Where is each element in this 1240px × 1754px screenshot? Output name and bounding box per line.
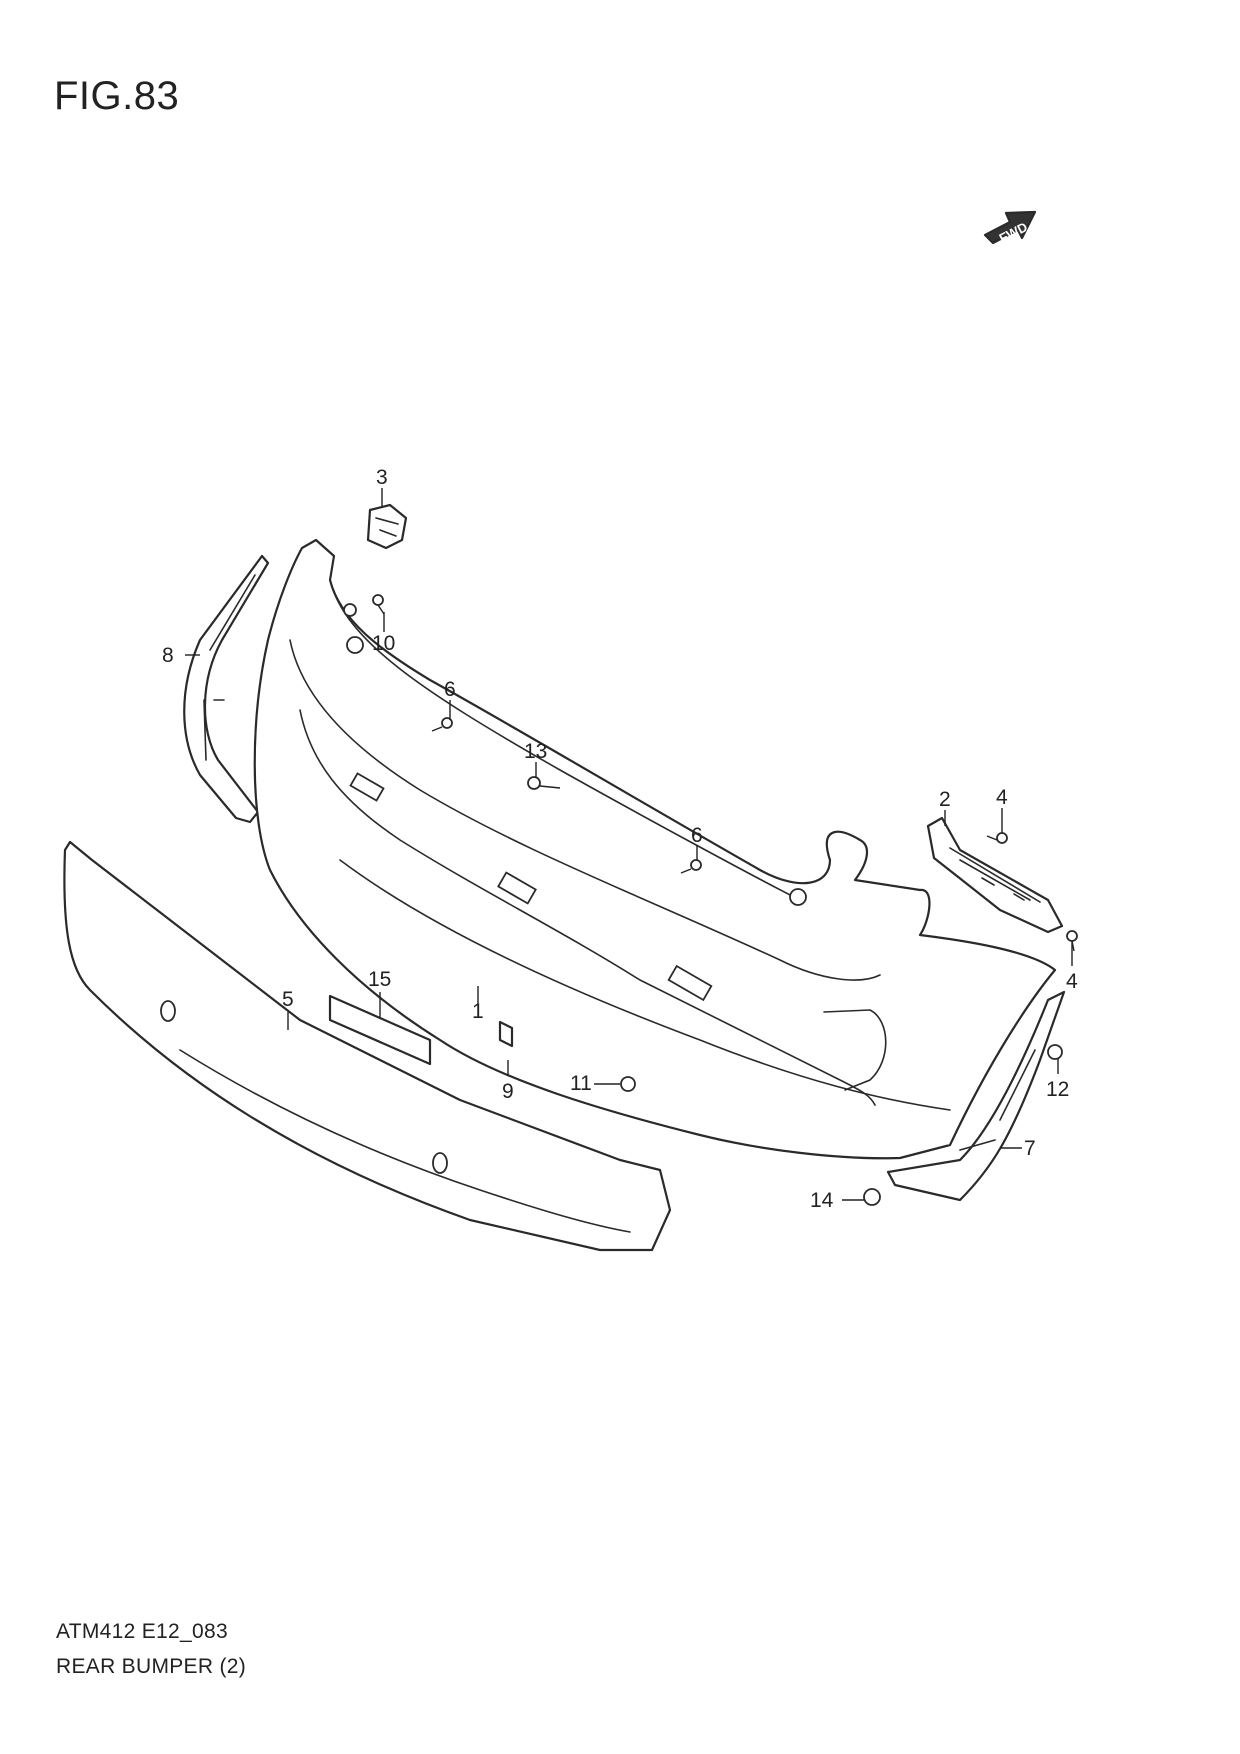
callout-1: 1 (472, 1000, 484, 1023)
callout-12: 12 (1046, 1078, 1069, 1101)
callout-4-lower: 4 (1066, 970, 1078, 993)
callout-13: 13 (524, 740, 547, 763)
part-12-clip[interactable] (1047, 1044, 1063, 1060)
callout-9: 9 (502, 1080, 514, 1103)
part-4-screw-lower[interactable] (1066, 930, 1078, 952)
callout-6-right: 6 (691, 824, 703, 847)
callout-5: 5 (282, 988, 294, 1011)
fwd-label: FWD (997, 219, 1030, 246)
part-15-label-plate[interactable] (328, 994, 432, 1066)
callout-8: 8 (162, 644, 174, 667)
part-6-screw-right[interactable] (680, 859, 702, 874)
part-3-bracket[interactable] (366, 503, 408, 550)
callout-10: 10 (372, 632, 395, 655)
callout-6-left: 6 (444, 678, 456, 701)
part-7-side-garnish[interactable] (886, 990, 1066, 1202)
part-10-screw[interactable] (372, 594, 385, 615)
part-2-bracket[interactable] (926, 816, 1064, 934)
callout-11: 11 (570, 1072, 592, 1095)
callout-2: 2 (939, 788, 951, 811)
figure-title: FIG.83 (54, 74, 180, 118)
callout-4-upper: 4 (996, 786, 1008, 809)
callout-14: 14 (810, 1189, 834, 1212)
callout-15: 15 (368, 968, 391, 991)
part-6-screw-left[interactable] (431, 717, 453, 732)
drawing-code: ATM412 E12_083 (56, 1620, 228, 1643)
part-11-clip[interactable] (620, 1076, 636, 1092)
callout-3: 3 (376, 466, 388, 489)
part-9-pad[interactable] (498, 1020, 514, 1048)
drawing-name: REAR BUMPER (2) (56, 1655, 247, 1678)
part-5-lower-diffuser[interactable] (63, 840, 672, 1252)
part-13-clip[interactable] (527, 776, 561, 790)
part-4-screw-upper[interactable] (986, 832, 1008, 844)
part-1-bumper-cover[interactable] (253, 538, 1057, 1160)
forward-direction-arrow-icon: FWD (983, 210, 1037, 246)
callout-7: 7 (1024, 1137, 1036, 1160)
part-14-nut[interactable] (863, 1188, 881, 1206)
